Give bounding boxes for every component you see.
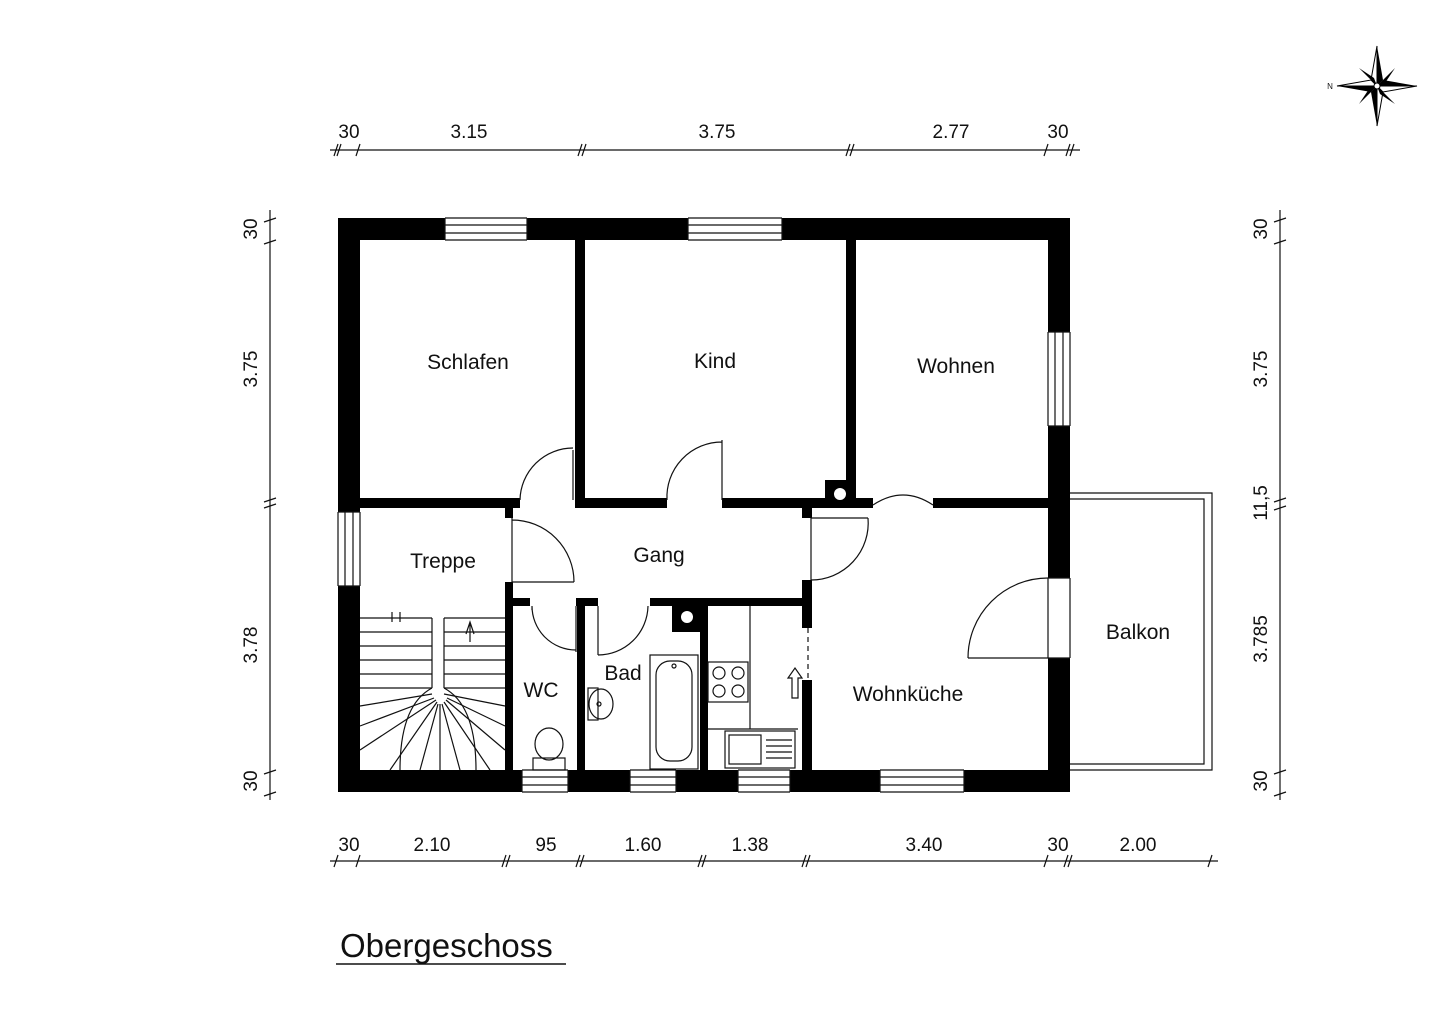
room-labels: Schlafen Kind Wohnen Treppe Gang WC Bad … [410, 350, 1170, 706]
page-title: Obergeschoss [340, 927, 553, 964]
dim-right: 3.75 [1251, 351, 1272, 388]
room-label-bad: Bad [604, 662, 641, 685]
dim-left: 3.78 [241, 627, 262, 664]
windows [337, 217, 1071, 793]
wall-left [338, 218, 360, 792]
kitchen-sink [724, 730, 796, 769]
dim-right: 11,5 [1251, 485, 1272, 521]
room-label-wohnkueche: Wohnküche [853, 683, 964, 706]
compass-rose-icon: N [1327, 45, 1418, 127]
washbasin [587, 687, 599, 721]
wall-right [1048, 218, 1070, 792]
doors [504, 440, 1049, 699]
room-label-kind: Kind [694, 350, 736, 373]
dim-left: 3.75 [241, 351, 262, 388]
dim-top: 3.15 [451, 122, 488, 143]
dim-bottom: 30 [1047, 835, 1068, 856]
dimension-labels-left: 30 3.75 3.78 30 [241, 218, 262, 791]
room-label-schlafen: Schlafen [427, 351, 509, 374]
dimension-lines [263, 143, 1287, 868]
room-label-wc: WC [524, 679, 559, 702]
staircase [359, 612, 506, 771]
dim-bottom: 30 [338, 835, 359, 856]
stove [707, 661, 749, 703]
room-label-wohnen: Wohnen [917, 355, 995, 378]
dim-bottom: 3.40 [906, 835, 943, 856]
room-label-gang: Gang [633, 544, 684, 567]
dim-bottom: 95 [535, 835, 556, 856]
room-label-balkon: Balkon [1106, 621, 1170, 644]
dimension-labels-top: 30 3.15 3.75 2.77 30 [338, 122, 1068, 143]
dim-bottom: 1.38 [732, 835, 769, 856]
dim-right: 30 [1251, 218, 1272, 239]
dimension-labels-bottom: 30 2.10 95 1.60 1.38 3.40 30 2.00 [338, 835, 1156, 856]
dim-top: 30 [1047, 122, 1068, 143]
fixtures [532, 606, 798, 771]
dim-right: 30 [1251, 770, 1272, 791]
toilet [532, 757, 566, 771]
balcony-outline [1068, 492, 1213, 771]
dim-bottom: 2.00 [1120, 835, 1157, 856]
dimension-labels-right: 30 3.75 11,5 3.785 30 [1251, 218, 1272, 791]
room-label-treppe: Treppe [410, 550, 476, 573]
dim-left: 30 [241, 218, 262, 239]
dim-top: 2.77 [933, 122, 970, 143]
dim-top: 30 [338, 122, 359, 143]
dim-right: 3.785 [1251, 615, 1272, 663]
compass-north-label: N [1327, 82, 1333, 91]
dim-bottom: 2.10 [414, 835, 451, 856]
dim-bottom: 1.60 [625, 835, 662, 856]
dim-top: 3.75 [699, 122, 736, 143]
bathtub [649, 654, 699, 770]
dim-left: 30 [241, 770, 262, 791]
